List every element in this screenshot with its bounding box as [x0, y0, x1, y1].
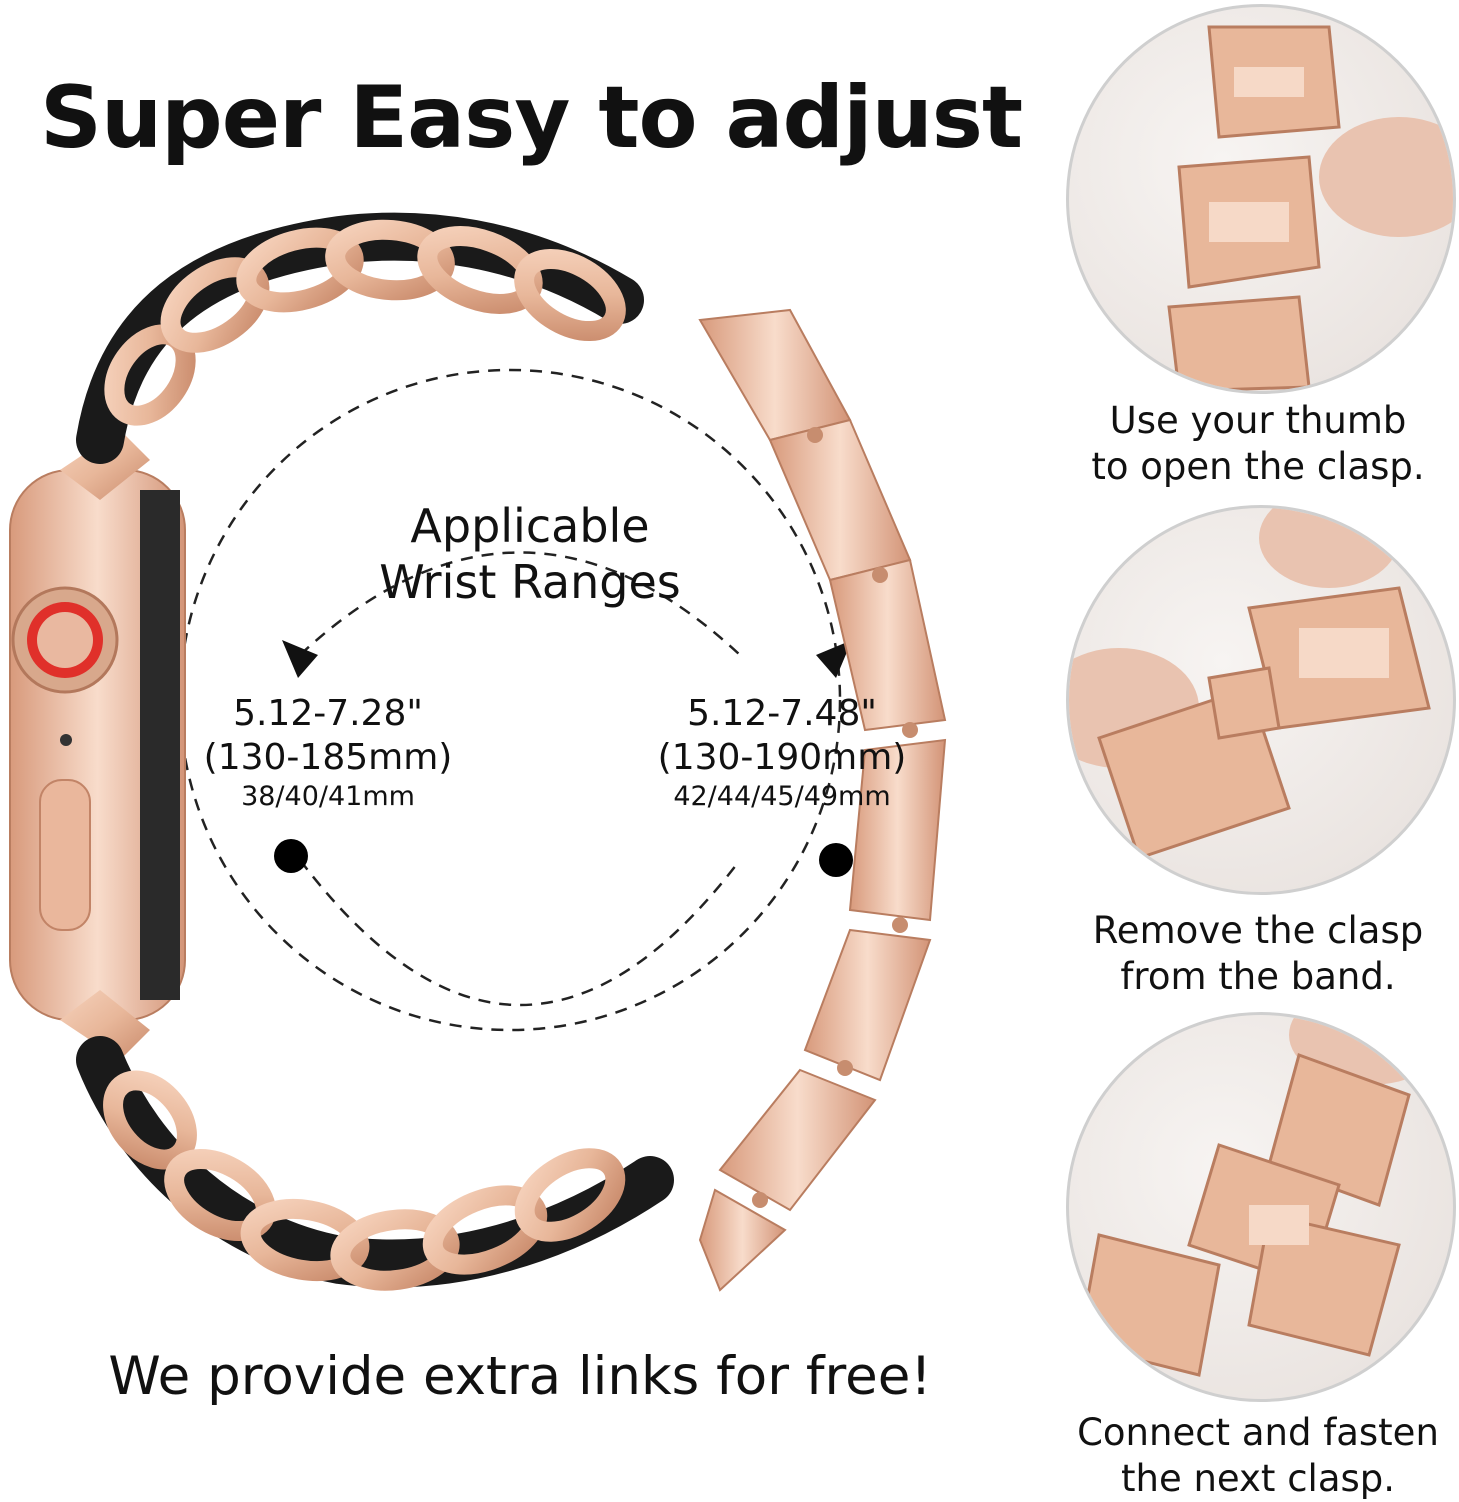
- step-1-caption: Use your thumb to open the clasp.: [1060, 398, 1456, 490]
- footer-note: We provide extra links for free!: [108, 1346, 932, 1407]
- right-range-inches: 5.12-7.48": [687, 693, 877, 734]
- step-2-image: [1066, 505, 1456, 895]
- right-range-block: 5.12-7.48" (130-190mm) 42/44/45/49mm: [632, 692, 932, 814]
- step-2-caption: Remove the clasp from the band.: [1060, 908, 1456, 1000]
- dot-right-icon: [819, 843, 853, 877]
- left-range-mm: (130-185mm): [203, 737, 453, 778]
- step-1-line-2: to open the clasp.: [1091, 445, 1425, 488]
- step-2-line-2: from the band.: [1120, 955, 1396, 998]
- heading-line-2: Wrist Ranges: [379, 555, 681, 609]
- left-range-inches: 5.12-7.28": [233, 693, 423, 734]
- step-1-image: [1066, 4, 1456, 394]
- arrow-left-icon: [282, 640, 318, 678]
- left-range-block: 5.12-7.28" (130-185mm) 38/40/41mm: [178, 692, 478, 814]
- chain-links-bottom: [103, 1070, 626, 1291]
- metal-links-right: [698, 308, 947, 1292]
- step-3-line-1: Connect and fasten: [1077, 1411, 1439, 1454]
- step-3-line-2: the next clasp.: [1120, 1457, 1396, 1500]
- step-1-line-1: Use your thumb: [1109, 399, 1407, 442]
- step-3-image: [1066, 1012, 1456, 1402]
- left-range-sizes: 38/40/41mm: [241, 781, 415, 812]
- arrow-right-icon: [816, 640, 852, 678]
- step-2-line-1: Remove the clasp: [1092, 909, 1424, 952]
- chain-links-top: [104, 219, 626, 426]
- link-pins: [752, 427, 918, 1208]
- step-3-caption: Connect and fasten the next clasp.: [1060, 1410, 1456, 1502]
- heading-line-1: Applicable: [410, 499, 650, 553]
- wrist-ranges-heading: Applicable Wrist Ranges: [340, 498, 720, 610]
- dot-left-icon: [274, 839, 308, 873]
- watch-band-illustration: [9, 212, 947, 1292]
- right-range-sizes: 42/44/45/49mm: [673, 781, 891, 812]
- page-title: Super Easy to adjust: [40, 68, 1023, 168]
- right-range-mm: (130-190mm): [657, 737, 907, 778]
- side-button: [39, 779, 91, 931]
